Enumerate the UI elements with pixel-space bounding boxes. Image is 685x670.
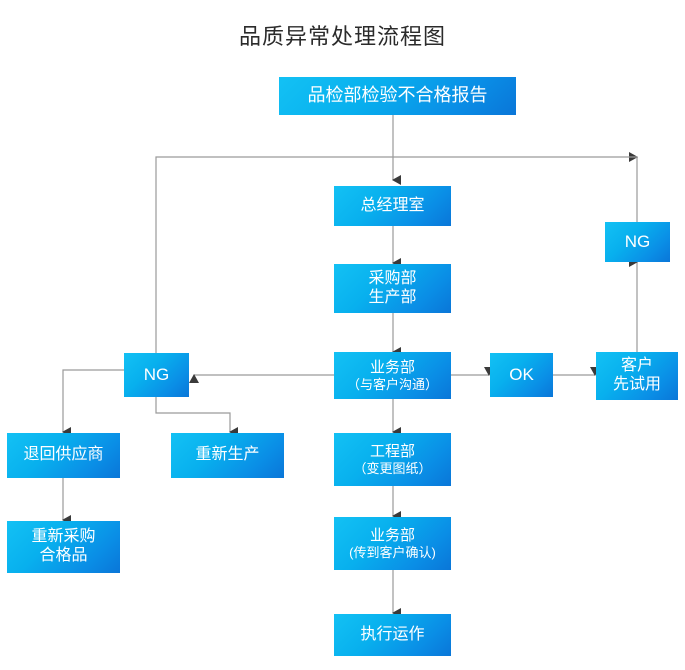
page-title: 品质异常处理流程图 bbox=[238, 24, 446, 49]
node-sales-comm-line2: （与客户沟通） bbox=[346, 376, 438, 392]
node-customer-trial[interactable]: 客户 先试用 bbox=[596, 352, 678, 400]
node-gm-office[interactable]: 总经理室 bbox=[334, 186, 451, 226]
node-customer-trial-line1: 客户 bbox=[620, 357, 653, 375]
node-purchase-prod-line1: 采购部 bbox=[368, 269, 417, 287]
node-execute[interactable]: 执行运作 bbox=[334, 614, 451, 656]
edge-ng-left-to-return-supplier bbox=[62, 369, 124, 437]
node-ng-left-line1: NG bbox=[143, 364, 170, 384]
node-repurchase-line2: 合格品 bbox=[39, 547, 88, 564]
node-return-supplier-line1: 退回供应商 bbox=[23, 446, 104, 464]
node-ng-right-line1: NG bbox=[624, 231, 651, 251]
node-repurchase[interactable]: 重新采购 合格品 bbox=[7, 521, 120, 573]
node-customer-trial-line2: 先试用 bbox=[612, 376, 661, 393]
node-gm-office-line1: 总经理室 bbox=[360, 196, 425, 214]
node-ok-line1: OK bbox=[509, 364, 534, 384]
node-ng-right[interactable]: NG bbox=[605, 222, 670, 262]
node-return-supplier[interactable]: 退回供应商 bbox=[7, 433, 120, 478]
node-sales-comm[interactable]: 业务部 （与客户沟通） bbox=[334, 352, 451, 399]
node-repurchase-line1: 重新采购 bbox=[31, 528, 96, 546]
node-ng-left[interactable]: NG bbox=[124, 353, 189, 397]
edge-ng-left-to-reproduce bbox=[155, 397, 238, 437]
node-sales-confirm[interactable]: 业务部 (传到客户确认) bbox=[334, 517, 451, 570]
node-sales-confirm-line2: (传到客户确认) bbox=[349, 544, 436, 560]
node-report-line1: 品检部检验不合格报告 bbox=[307, 85, 488, 106]
node-execute-line1: 执行运作 bbox=[360, 625, 425, 643]
node-reproduce-line1: 重新生产 bbox=[195, 446, 260, 464]
node-ok[interactable]: OK bbox=[490, 353, 553, 397]
node-sales-comm-line1: 业务部 bbox=[369, 358, 415, 376]
node-engineering-line1: 工程部 bbox=[369, 442, 415, 460]
node-purchase-prod-line2: 生产部 bbox=[368, 288, 417, 306]
node-sales-confirm-line1: 业务部 bbox=[369, 526, 415, 544]
node-engineering[interactable]: 工程部 （变更图纸） bbox=[334, 433, 451, 486]
node-reproduce[interactable]: 重新生产 bbox=[171, 433, 284, 478]
node-report[interactable]: 品检部检验不合格报告 bbox=[279, 77, 516, 115]
node-purchase-prod[interactable]: 采购部 生产部 bbox=[334, 264, 451, 313]
node-engineering-line2: （变更图纸） bbox=[353, 460, 432, 476]
